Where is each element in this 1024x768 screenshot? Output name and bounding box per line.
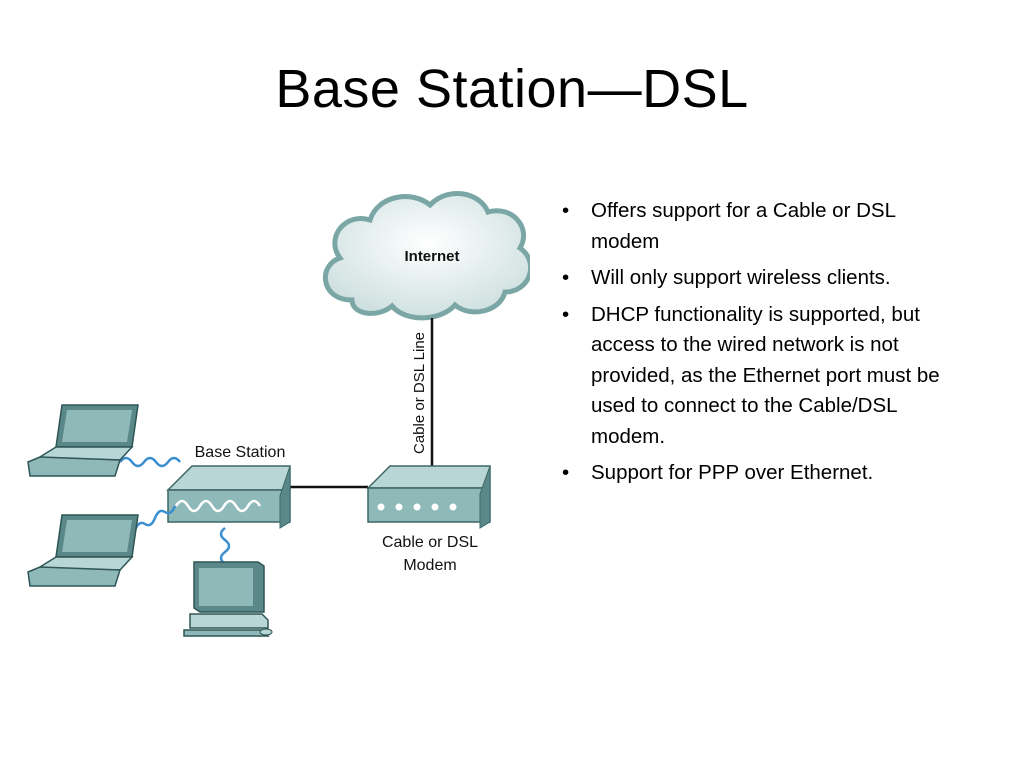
base-station-icon (166, 465, 291, 529)
laptop-icon (27, 514, 139, 587)
base-station-label: Base Station (195, 444, 286, 461)
internet-cloud-icon: Internet (323, 191, 530, 321)
bullet-item: •Will only support wireless clients. (562, 266, 891, 289)
dsl-line-label: Cable or DSL Line (411, 332, 428, 454)
laptop-icon (27, 404, 139, 477)
bullet-list: •Offers support for a Cable or DSL modem… (562, 196, 962, 495)
internet-label: Internet (404, 248, 459, 265)
network-diagram: Internet Cable or DSL Line Cable or DSL … (27, 191, 530, 637)
modem-icon (366, 465, 491, 529)
desktop-icon (183, 561, 273, 637)
modem-label-line2: Modem (403, 557, 456, 574)
slide-title: Base Station—DSL (275, 59, 749, 119)
bullet-item: •Offers support for a Cable or DSL modem (562, 199, 896, 253)
bullet-item: •DHCP functionality is supported, but ac… (562, 302, 940, 448)
bullet-item: •Support for PPP over Ethernet. (562, 461, 874, 484)
modem-label-line1: Cable or DSL (382, 534, 478, 551)
